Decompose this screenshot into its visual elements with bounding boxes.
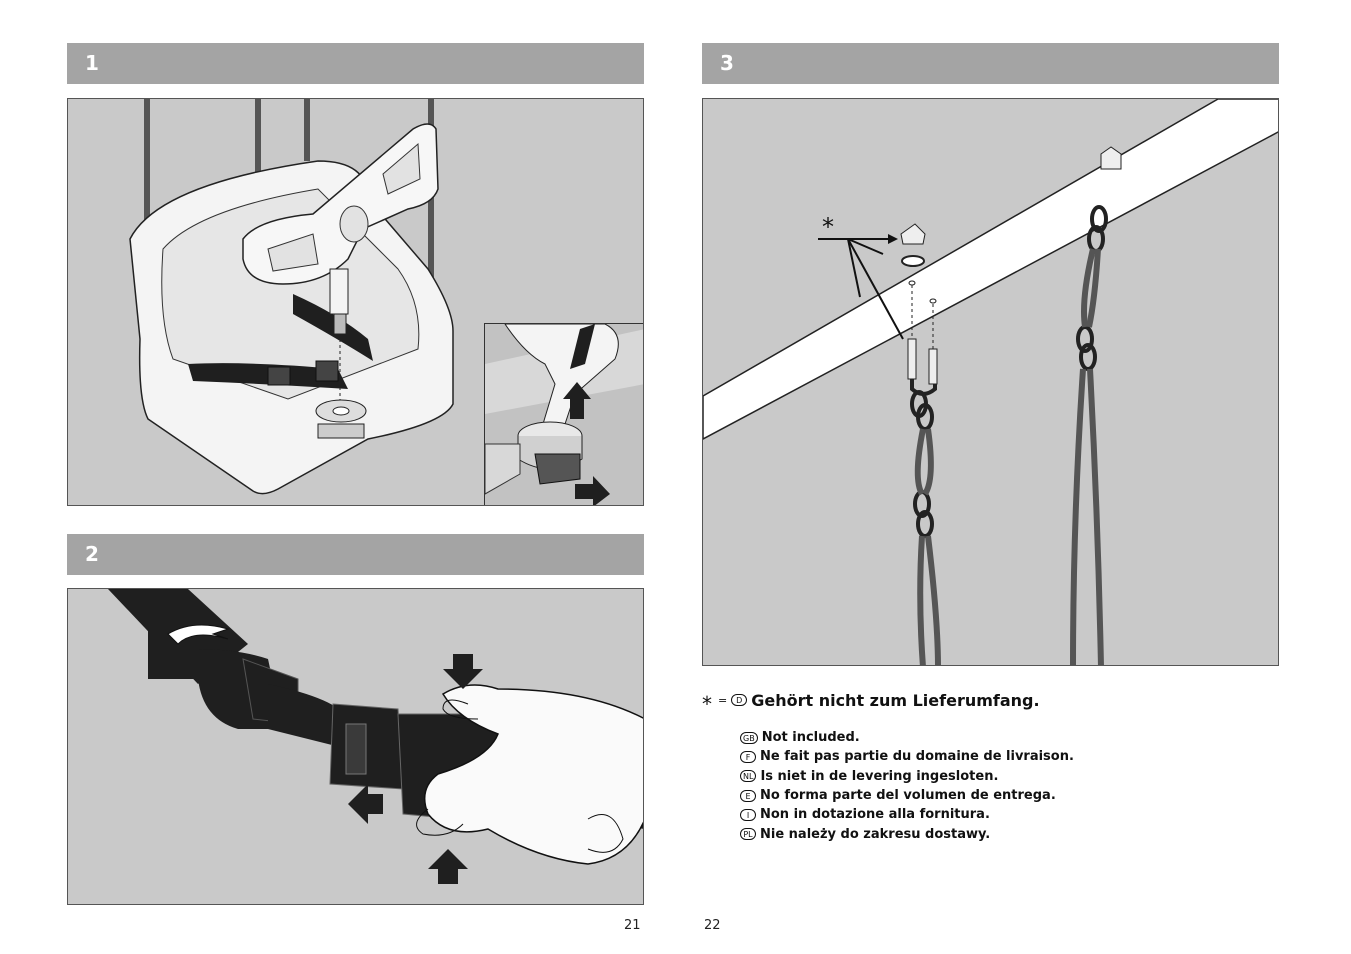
lang-badge: I [740,808,756,821]
step-number: 1 [85,51,99,75]
step-2-illustration [67,588,644,905]
translation-item: NL Is niet in de levering ingesloten. [740,767,1074,786]
lang-badge: F [740,750,756,763]
lang-badge: GB [740,731,758,744]
equals-sign: = [718,693,728,707]
translation-item: PL Nie należy do zakresu dostawy. [740,824,1074,843]
page-number-left: 21 [624,918,641,933]
translation-text: Non in dotazione alla fornitura. [760,807,990,823]
step-3-header: 3 [702,43,1279,84]
translation-text: No forma parte del volumen de entrega. [760,788,1056,804]
step-1-illustration [67,98,644,506]
lang-badge: PL [740,828,756,841]
translation-text: Not included. [761,730,860,746]
asterisk-marker: * [702,692,712,716]
step-2-header: 2 [67,534,644,575]
detail-drawing [485,324,643,505]
not-included-asterisk: * [822,213,834,241]
step-number: 2 [85,542,99,566]
translation-text: Is niet in de levering ingesloten. [760,768,999,784]
lang-badge: NL [740,770,757,783]
page-number-right: 22 [704,918,721,933]
note-main-text: Gehört nicht zum Lieferumfang. [751,690,1040,710]
step-3-illustration: * [702,98,1279,666]
translation-item: I Non in dotazione alla fornitura. [740,805,1074,824]
step-1-header: 1 [67,43,644,84]
lang-badge-d: D [731,694,748,706]
step-1-detail-inset [484,323,643,505]
translation-item: F Ne fait pas partie du domaine de livra… [740,747,1074,766]
not-included-note: * = D Gehört nicht zum Lieferumfang. [702,688,1040,717]
translation-item: E No forma parte del volumen de entrega. [740,786,1074,805]
translation-text: Ne fait pas partie du domaine de livrais… [760,749,1074,765]
lang-badge: E [740,789,756,802]
swing-seat-drawing [129,99,454,495]
translation-list: GB Not included. F Ne fait pas partie du… [740,728,1074,844]
beam-mounting-drawing: * [703,99,1278,665]
step-number: 3 [720,51,734,75]
buckle-drawing [108,589,643,884]
translation-item: GB Not included. [740,728,1074,747]
translation-text: Nie należy do zakresu dostawy. [760,826,991,842]
